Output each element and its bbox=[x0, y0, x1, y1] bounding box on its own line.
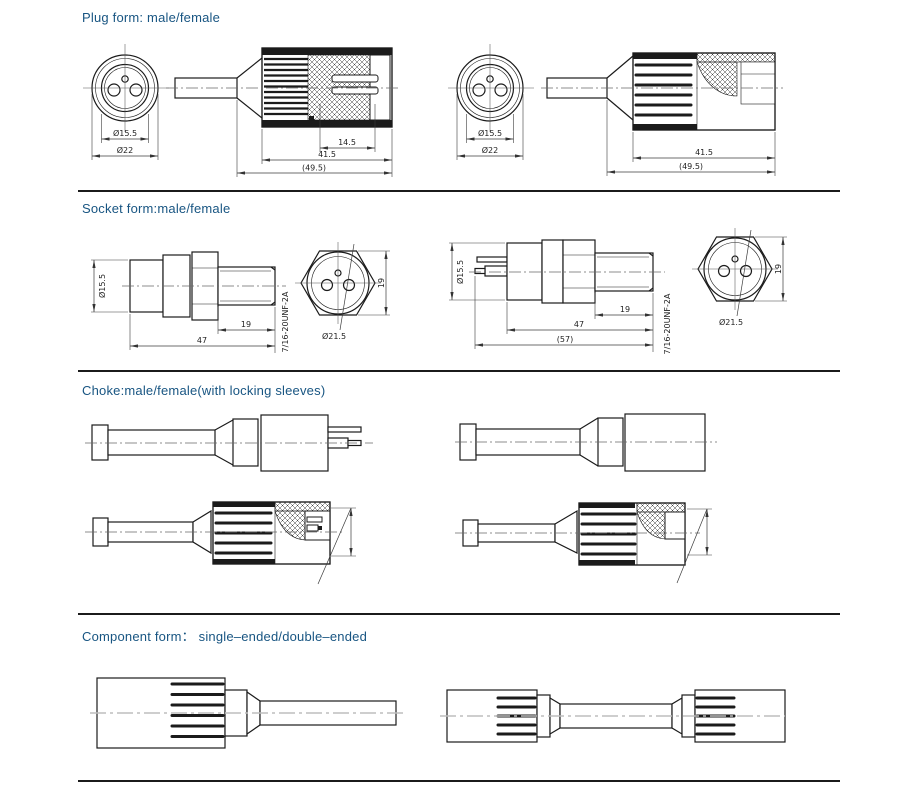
dim-label: Ø15.5 bbox=[113, 128, 137, 138]
choke-female-sleeve-body bbox=[455, 502, 700, 566]
dim-overall-length: (57) bbox=[474, 276, 653, 349]
plug-female-side-view: 41.5 (49.5) bbox=[541, 52, 783, 176]
choke-male-drawing bbox=[85, 414, 373, 472]
component-single-ended-drawing bbox=[90, 677, 406, 749]
choke-section-title: Choke:male/female(with locking sleeves) bbox=[82, 383, 326, 398]
choke-male-body bbox=[85, 414, 373, 472]
dim-hex-across-flats: 19 bbox=[755, 236, 787, 302]
plug-male-body bbox=[166, 47, 400, 128]
choke-female-drawing bbox=[455, 413, 717, 472]
dim-hex-across-flats: 19 bbox=[358, 250, 390, 316]
single-ended-body bbox=[90, 677, 406, 749]
socket-male-body bbox=[122, 251, 286, 321]
dim-overall-length: (49.5) bbox=[606, 100, 775, 176]
choke-female-body bbox=[455, 413, 717, 472]
dim-insert-diameter: Ø15.5 bbox=[466, 114, 514, 143]
socket-female-side-view: Ø15.5 19 47 (57) 7/16-20UNF-2A bbox=[449, 239, 672, 354]
choke-male-sleeve-body bbox=[85, 501, 343, 565]
plug-male-front-view: Ø15.5 Ø22 bbox=[83, 44, 169, 160]
choke-female-locking-sleeve-drawing bbox=[455, 502, 712, 584]
dim-body-length: 41.5 bbox=[632, 132, 776, 176]
section-divider bbox=[78, 613, 840, 615]
dim-label: Ø15.5 bbox=[455, 260, 465, 284]
socket-hex-front-view-right: 19 Ø21.5 bbox=[692, 228, 787, 327]
section-divider bbox=[78, 190, 840, 192]
dim-label: 19 bbox=[241, 320, 251, 329]
dim-label: 19 bbox=[774, 264, 783, 274]
dim-label: 14.5 bbox=[338, 138, 356, 147]
dim-label: Ø15.5 bbox=[478, 128, 502, 138]
dim-body-length: 47 bbox=[506, 302, 653, 334]
dim-outer-diameter: Ø22 bbox=[91, 94, 159, 160]
section-divider bbox=[78, 780, 840, 782]
dim-label: 41.5 bbox=[695, 148, 713, 157]
dim-label: 47 bbox=[574, 320, 584, 329]
dim-label: Ø21.5 bbox=[322, 331, 346, 341]
dim-label: Ø21.5 bbox=[719, 317, 743, 327]
thread-spec-label: 7/16-20UNF-2A bbox=[281, 291, 290, 352]
socket-female-body bbox=[469, 239, 665, 304]
plug-female-body bbox=[541, 52, 783, 131]
dim-overall-length: (49.5) bbox=[236, 100, 392, 177]
plug-front-outline bbox=[83, 44, 169, 132]
dim-label: 19 bbox=[377, 278, 386, 288]
dim-label: (57) bbox=[557, 335, 573, 344]
socket-section-title: Socket form:male/female bbox=[82, 201, 231, 216]
dim-thread-length: 19 bbox=[594, 293, 654, 352]
plug-male-side-view: 14.5 41.5 (49.5) bbox=[166, 47, 400, 177]
dim-label: (49.5) bbox=[302, 164, 326, 173]
dim-body-diameter: Ø15.5 bbox=[449, 242, 505, 301]
component-section-title: Component form： single–ended/double–ende… bbox=[82, 629, 368, 644]
dim-label: 19 bbox=[620, 305, 630, 314]
sleeve-dim-callout bbox=[676, 508, 712, 584]
dim-thread-length: 19 bbox=[217, 307, 276, 353]
component-double-ended-drawing bbox=[440, 689, 786, 743]
dim-outer-diameter: Ø22 bbox=[456, 94, 524, 160]
plug-section-title: Plug form: male/female bbox=[82, 10, 221, 25]
choke-male-locking-sleeve-drawing bbox=[85, 501, 356, 585]
dim-cavity-depth: 14.5 bbox=[319, 104, 376, 152]
plug-front-outline bbox=[448, 44, 534, 132]
double-ended-body bbox=[440, 689, 786, 743]
dim-label: Ø15.5 bbox=[97, 274, 107, 298]
dim-shell-diameter: Ø21.5 bbox=[322, 243, 355, 341]
dim-label: Ø22 bbox=[482, 145, 498, 155]
hex-outline bbox=[692, 228, 778, 310]
dim-label: 41.5 bbox=[318, 150, 336, 159]
socket-male-side-view: Ø15.5 19 47 7/16-20UNF-2A bbox=[91, 251, 290, 353]
dim-shell-diameter: Ø21.5 bbox=[719, 229, 752, 327]
section-divider bbox=[78, 370, 840, 372]
thread-spec-label: 7/16-20UNF-2A bbox=[663, 293, 672, 354]
dim-body-length: 41.5 bbox=[261, 129, 393, 177]
dim-label: (49.5) bbox=[679, 162, 703, 171]
socket-hex-front-view-left: 19 Ø21.5 bbox=[295, 242, 390, 341]
sleeve-dim-callout bbox=[317, 507, 356, 585]
dim-label: 47 bbox=[197, 336, 207, 345]
dim-body-diameter: Ø15.5 bbox=[91, 259, 128, 313]
hex-outline bbox=[295, 242, 381, 324]
dim-insert-diameter: Ø15.5 bbox=[101, 114, 149, 143]
plug-female-front-view: Ø15.5 Ø22 bbox=[448, 44, 534, 160]
dim-body-length: 47 bbox=[129, 314, 275, 350]
dim-label: Ø22 bbox=[117, 145, 133, 155]
